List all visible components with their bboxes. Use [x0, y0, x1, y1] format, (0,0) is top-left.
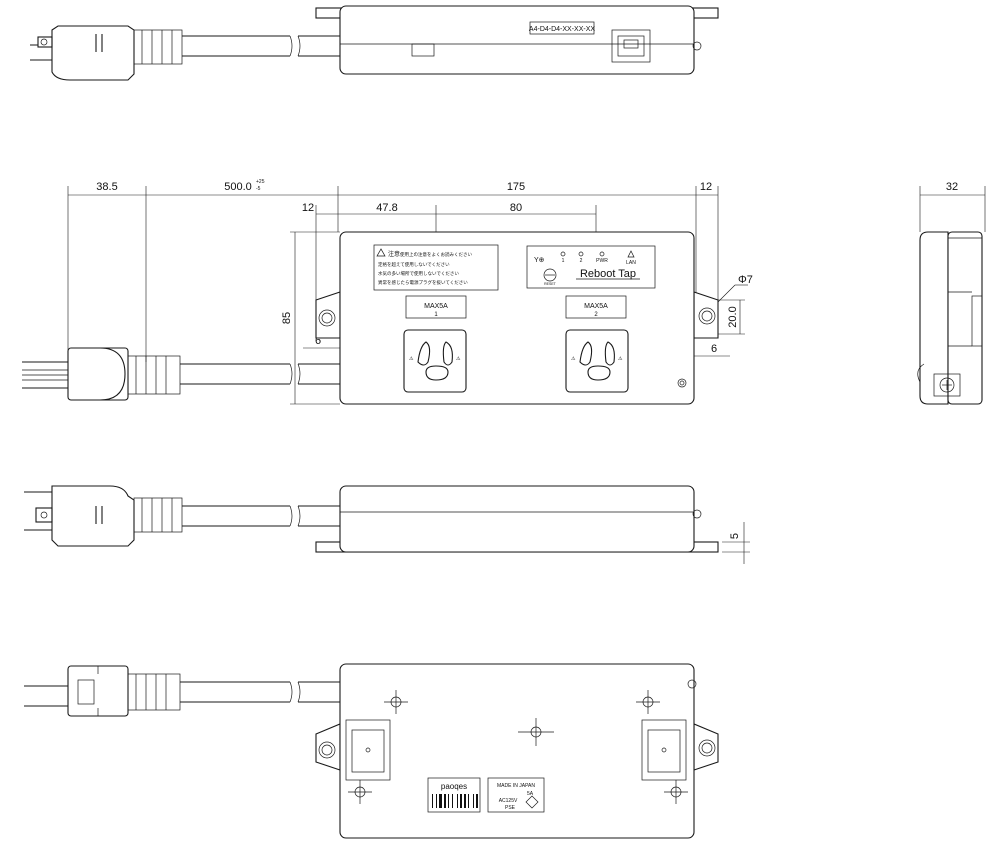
- outlet2-rating: MAX5A: [584, 303, 608, 310]
- pse-mark-icon: [525, 795, 539, 809]
- led-pwr: [599, 251, 605, 257]
- rating-line-3: AC125V: [499, 798, 518, 804]
- dim-left-tab: 12: [302, 202, 314, 214]
- warning-line-3: 水気の多い場所で使用しないでください: [378, 270, 459, 277]
- barcode-bar: [432, 794, 433, 808]
- cord-top-view: [182, 35, 340, 57]
- barcode-bar: [457, 794, 458, 808]
- dim-right-tab: 12: [700, 181, 712, 193]
- led-2: [578, 251, 584, 257]
- warning-line-4: 異常を感じたら電源プラグを抜いてください: [378, 279, 468, 286]
- dim-body-width: 175: [507, 181, 525, 193]
- svg-text:⚠: ⚠: [618, 356, 623, 362]
- outlet2-number: 2: [594, 312, 598, 318]
- barcode-bar: [452, 794, 453, 808]
- screw-icon: [939, 377, 955, 393]
- dim-tab-left-gap: 6: [315, 335, 321, 347]
- svg-text:⚠: ⚠: [456, 356, 461, 362]
- reset-button[interactable]: [543, 268, 557, 282]
- barcode-bar: [476, 794, 478, 808]
- barcode-bar: [464, 794, 466, 808]
- dim-depth: 32: [946, 181, 958, 193]
- dim-foot-height: 5: [729, 533, 741, 539]
- outlet1-number: 1: [434, 312, 438, 318]
- warning-line-1: 使用上の注意をよくお読みください: [400, 251, 472, 258]
- lan-warning-icon: [627, 250, 635, 258]
- dim-cord-length: 500.0: [224, 181, 252, 193]
- barcode-label: paoqes: [427, 777, 481, 813]
- plug-bottom-side: [24, 485, 340, 547]
- rating-label: MADE IN JAPAN 5A AC125V PSE: [487, 777, 545, 813]
- dim-outlet1-offset: 47.8: [376, 202, 397, 214]
- svg-text:⚠: ⚠: [571, 356, 576, 362]
- barcode-bar: [448, 794, 449, 808]
- svg-text:Y⊕: Y⊕: [534, 257, 545, 264]
- rating-line-4: PSE: [505, 805, 516, 811]
- svg-text:⚠: ⚠: [409, 356, 414, 362]
- side-view: 32: [917, 181, 986, 405]
- model-label: A4-D4-D4-XX-XX-XX: [529, 26, 595, 33]
- led-1: [560, 251, 566, 257]
- indicator-1: 1: [562, 258, 565, 264]
- barcode-text: paoqes: [441, 782, 467, 791]
- indicator-lan: LAN: [626, 260, 636, 266]
- dim-tab-right-gap: 6: [711, 343, 717, 355]
- body-top-view: A4-D4-D4-XX-XX-XX: [315, 5, 719, 75]
- barcode-bar: [473, 794, 474, 808]
- dim-plug-length: 38.5: [96, 181, 117, 193]
- dim-cord-tolerance-plus: +25: [256, 179, 265, 185]
- foot-left: [345, 719, 391, 781]
- mounting-hole-right: [698, 307, 716, 325]
- barcode-bar: [460, 794, 462, 808]
- screws-back: [348, 690, 688, 804]
- warning-label: 注意 使用上の注意をよくお読みください 定格を超えて使用しないでください 水気の…: [373, 244, 499, 291]
- barcode-bar: [439, 794, 442, 808]
- dim-hole-height: 20.0: [727, 306, 739, 327]
- plug-top-view: [30, 25, 183, 81]
- indicator-2: 2: [580, 258, 583, 264]
- brand-name: Reboot Tap: [580, 268, 636, 280]
- body-front-view: 注意 使用上の注意をよくお読みください 定格を超えて使用しないでください 水気の…: [315, 231, 719, 405]
- foot-right: [641, 719, 687, 781]
- rating-line-1: MADE IN JAPAN: [497, 783, 535, 789]
- dim-hole-diameter: Φ7: [738, 274, 753, 286]
- dim-height: 85: [281, 312, 293, 324]
- reset-label: RESET: [544, 282, 557, 286]
- dim-cord-tolerance-minus: -5: [256, 186, 261, 192]
- dim-outlet-pitch: 80: [510, 202, 522, 214]
- back-view: paoqes MADE IN JAPAN 5A AC125V PSE: [24, 663, 719, 839]
- barcode-bar: [468, 794, 469, 808]
- indicator-pwr: PWR: [596, 258, 608, 264]
- front-view: 38.5 500.0 +25 -5 175 12 12 47.8 80 85 Φ…: [22, 179, 753, 405]
- warning-title: 注意: [388, 250, 400, 258]
- top-view: A4-D4-D4-XX-XX-XX: [30, 5, 719, 81]
- barcode-bar: [436, 794, 437, 808]
- warning-line-2: 定格を超えて使用しないでください: [378, 261, 450, 268]
- barcode-icon: [432, 794, 478, 808]
- barcode-bar: [444, 794, 446, 808]
- mounting-hole-left: [318, 309, 336, 327]
- outlet-1: MAX5A 1 ⚠ ⚠: [403, 295, 467, 393]
- plug-front-view: [22, 347, 340, 401]
- bottom-side-view: 5: [24, 485, 750, 564]
- outlet1-rating: MAX5A: [424, 303, 448, 310]
- plug-back-view: [24, 665, 340, 717]
- rating-line-2: 5A: [527, 791, 534, 797]
- control-panel: Y⊕ 1 2 PWR LAN RESET Reboot Tap: [526, 245, 656, 289]
- outlet-2: MAX5A 2 ⚠ ⚠: [565, 295, 629, 393]
